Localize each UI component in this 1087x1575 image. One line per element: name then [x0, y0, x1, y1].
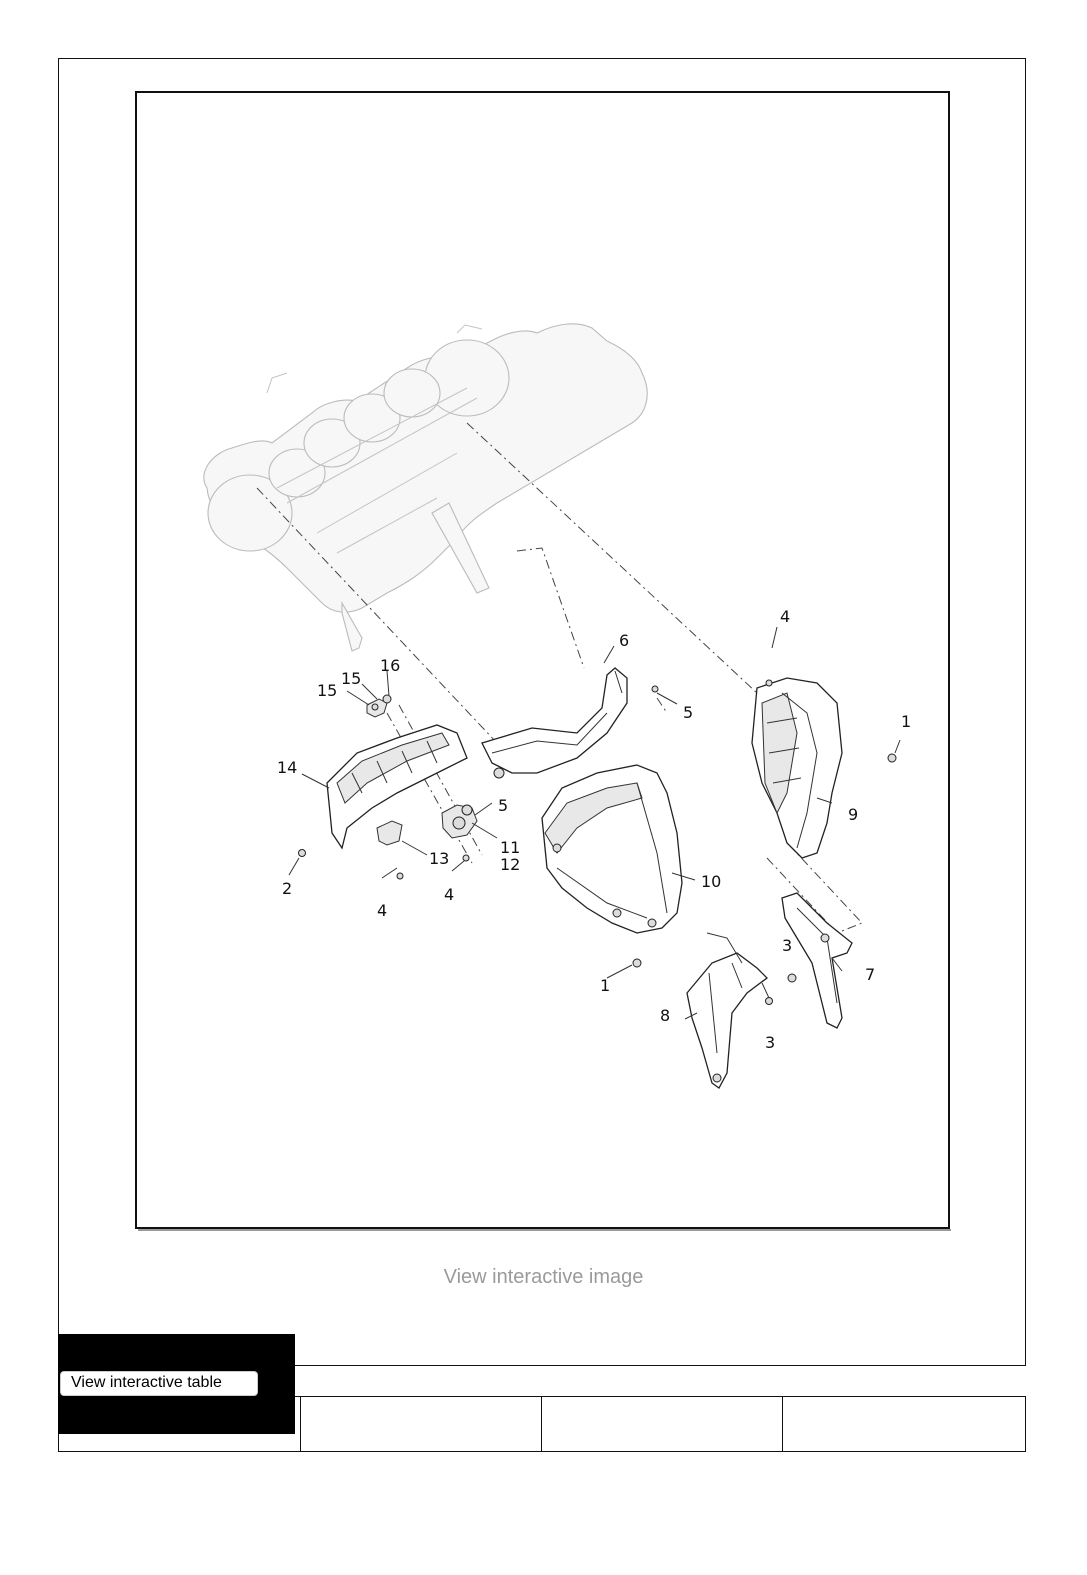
leader-lines — [288, 626, 901, 1020]
part-6-strap — [481, 667, 628, 774]
callout-6: 6 — [619, 631, 629, 650]
callout-1b: 1 — [600, 976, 610, 995]
callout-15a: 15 — [317, 681, 337, 700]
callout-5b: 5 — [498, 796, 508, 815]
callout-12: 12 — [500, 855, 520, 874]
callout-2: 2 — [282, 879, 292, 898]
part-15-16-fittings — [366, 694, 392, 718]
part-10-housing — [541, 764, 683, 934]
callout-15b: 15 — [341, 669, 361, 688]
exploded-view-drawing: 1 1 2 3 3 4 4 4 5 5 6 7 8 9 10 11 12 13 … — [203, 323, 911, 1089]
callout-3a: 3 — [782, 936, 792, 955]
callout-8: 8 — [660, 1006, 670, 1025]
view-interactive-image-link[interactable]: View interactive image — [443, 1266, 644, 1288]
callout-11: 11 — [500, 838, 520, 857]
page-frame — [58, 58, 1026, 1366]
callout-1a: 1 — [901, 712, 911, 731]
assembly-line — [256, 487, 498, 744]
callout-13: 13 — [429, 849, 449, 868]
table-column-divider — [541, 1397, 542, 1451]
callout-14: 14 — [277, 758, 297, 777]
part-14-panel — [326, 724, 468, 850]
part-9-bracket — [751, 677, 843, 859]
callout-5a: 5 — [683, 703, 693, 722]
callout-4c: 4 — [444, 885, 454, 904]
callout-16: 16 — [380, 656, 400, 675]
table-column-divider — [300, 1397, 301, 1451]
view-interactive-table-button[interactable]: View interactive table — [60, 1371, 258, 1396]
callout-3b: 3 — [765, 1033, 775, 1052]
inner-fairing-outline — [203, 323, 648, 652]
table-column-divider — [782, 1397, 783, 1451]
callout-10: 10 — [701, 872, 721, 891]
parts-diagram[interactable]: 1 1 2 3 3 4 4 4 5 5 6 7 8 9 10 11 12 13 … — [135, 91, 951, 1231]
callout-4a: 4 — [780, 607, 790, 626]
callout-9: 9 — [848, 805, 858, 824]
assembly-line — [516, 547, 585, 669]
hardware-fasteners — [298, 679, 897, 1005]
assembly-line — [766, 847, 863, 934]
part-7-bracket — [781, 892, 853, 1029]
callout-7: 7 — [865, 965, 875, 984]
part-8-bracket — [686, 932, 768, 1089]
assembly-line — [656, 697, 668, 714]
callout-4b: 4 — [377, 901, 387, 920]
assembly-line — [466, 422, 758, 694]
part-13-clip — [376, 820, 403, 846]
